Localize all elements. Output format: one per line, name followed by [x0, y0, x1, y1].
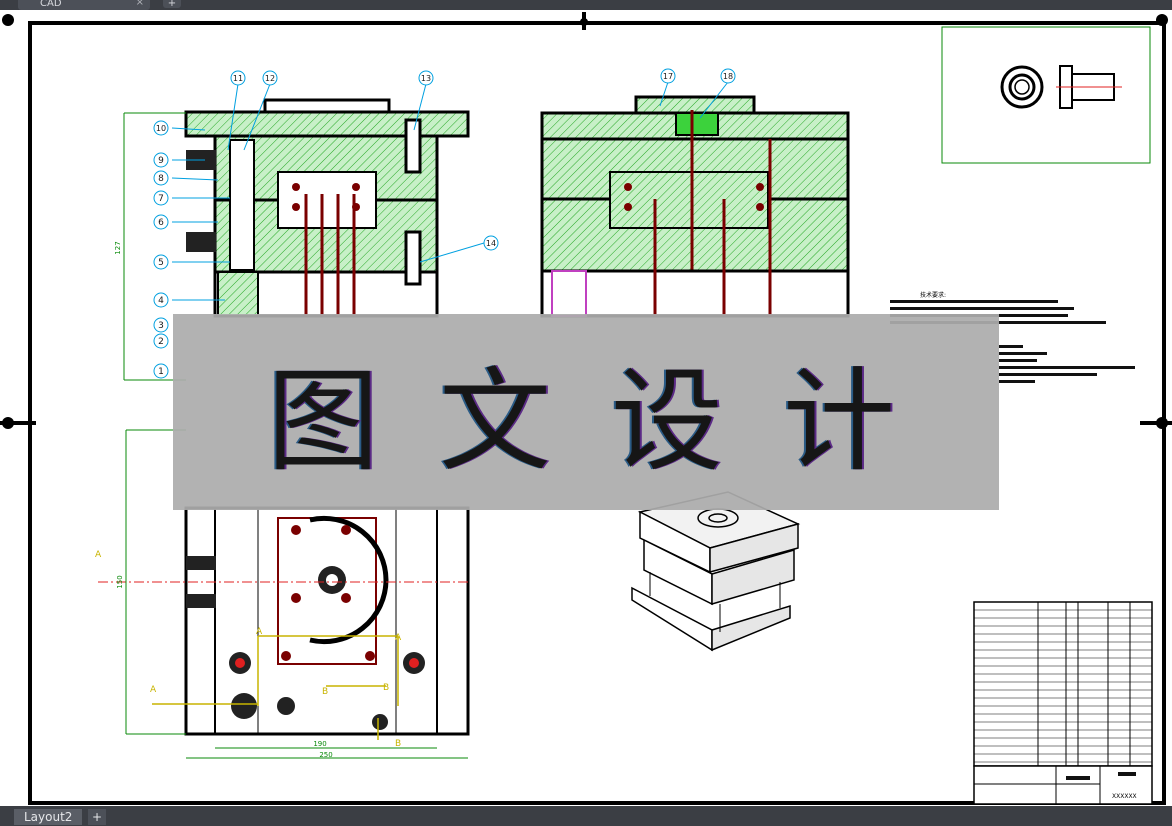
callout-bubble: 7: [153, 190, 169, 206]
callout-label: 10: [156, 124, 166, 133]
section-mark: B: [383, 683, 389, 693]
dimension-text: 127: [114, 241, 122, 254]
title-block-code: XXXXXX: [1112, 793, 1137, 800]
callout-label: 4: [158, 296, 164, 306]
callout-label: 18: [723, 72, 733, 81]
section-mark: B: [395, 739, 401, 749]
left-section-view: [123, 98, 470, 381]
parts-list: XXXXXX: [973, 601, 1153, 805]
callout-bubble: 13: [418, 70, 434, 86]
callout-label: 2: [158, 337, 164, 347]
callout-label: 13: [421, 74, 431, 83]
callout-label: 7: [158, 194, 164, 204]
watermark-text: 图文设计: [267, 357, 955, 487]
dimension-text: 250: [319, 751, 332, 759]
callout-bubble: 6: [153, 214, 169, 230]
notes-title: 技术要求:: [920, 291, 946, 299]
callout-label: 1: [158, 367, 164, 377]
section-mark: A: [150, 685, 157, 695]
callout-label: 3: [158, 321, 164, 331]
plan-view: [98, 429, 470, 759]
callout-label: 8: [158, 174, 164, 184]
callout-bubble: 5: [153, 254, 169, 270]
new-tab-button[interactable]: +: [163, 0, 181, 9]
callouts: 1 2 3 4 5 6 7 8 9 10 11 12 13 14 17 18: [153, 68, 736, 379]
section-mark: A: [395, 633, 402, 643]
callout-label: 5: [158, 258, 164, 268]
section-marks: A A A A B B B: [95, 550, 402, 749]
callout-bubble: 11: [230, 70, 246, 86]
callout-bubble: 3: [153, 317, 169, 333]
tab-layout2[interactable]: Layout2: [14, 809, 83, 825]
callout-bubble: 14: [483, 235, 499, 251]
tab-cad-label: CAD: [40, 0, 62, 9]
callout-label: 11: [233, 74, 243, 83]
callout-bubble: 4: [153, 292, 169, 308]
callout-bubble: 2: [153, 333, 169, 349]
callout-bubble: 9: [153, 152, 169, 168]
right-section-view: [540, 95, 850, 318]
sheet-frame: [0, 12, 1172, 805]
callout-bubble: 10: [153, 120, 169, 136]
callout-bubble: 17: [660, 68, 676, 84]
dimensions: 190 250 127 150: [114, 241, 333, 759]
tab-cad[interactable]: CAD ×: [18, 0, 150, 10]
callout-bubble: 1: [153, 363, 169, 379]
section-mark: A: [256, 627, 263, 637]
close-icon[interactable]: ×: [135, 0, 144, 8]
dimension-text: 190: [313, 740, 326, 748]
callout-bubble: 12: [262, 70, 278, 86]
section-mark: B: [322, 687, 328, 697]
dimension-text: 150: [116, 575, 124, 588]
watermark-banner: 图文设计: [173, 314, 999, 510]
callout-label: 14: [486, 239, 496, 248]
callout-bubble: 18: [720, 68, 736, 84]
callout-label: 17: [663, 72, 673, 81]
add-layout-button[interactable]: +: [88, 809, 106, 825]
section-mark: A: [95, 550, 102, 560]
callout-label: 6: [158, 218, 164, 228]
tab-bar: CAD × +: [0, 0, 1172, 10]
layout-tab-bar: Layout2 +: [0, 806, 1172, 826]
callout-bubble: 8: [153, 170, 169, 186]
callout-label: 9: [158, 156, 164, 166]
isometric-view: [631, 491, 801, 652]
detail-view: [941, 26, 1151, 164]
callout-label: 12: [265, 74, 275, 83]
